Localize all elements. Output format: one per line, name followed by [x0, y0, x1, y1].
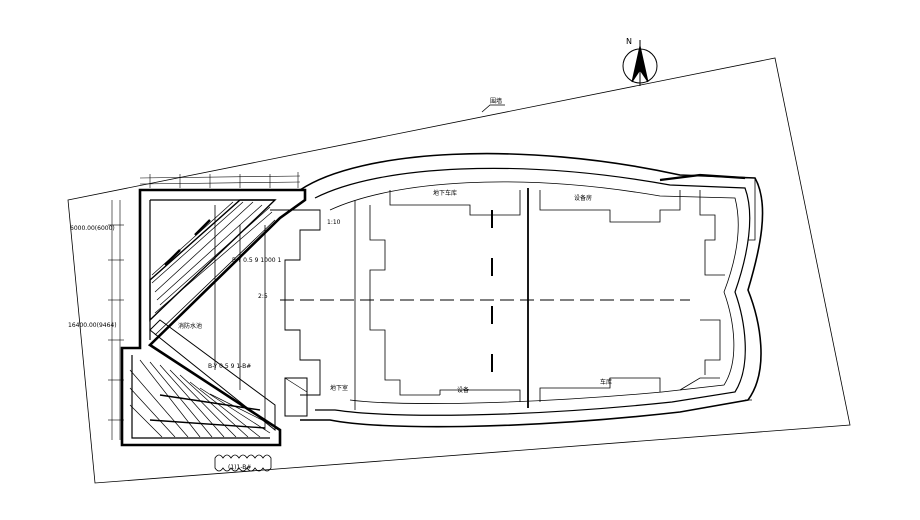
- section-label-a: B-Y 0.5 9 1000 1: [232, 257, 281, 264]
- side-tag-label: 1:10: [327, 219, 341, 226]
- north-label: N: [626, 37, 632, 46]
- stair-block: [284, 377, 308, 417]
- link-block: [270, 209, 321, 396]
- bottom-tag-label: (1)1-B#: [228, 464, 251, 471]
- road-marker: [481, 104, 505, 113]
- room-walls-right: [699, 190, 725, 375]
- north-arrow: [622, 40, 658, 86]
- ramp-hatch-band: [129, 199, 277, 438]
- right-section-label: 2:5: [258, 293, 268, 300]
- section-label-b: B-Y 0.5 9 1-B#: [208, 363, 251, 370]
- dimension-label-top: 6000.00(6000): [70, 225, 115, 232]
- left-wing-inner-wall: [131, 199, 275, 439]
- building-outline-inner: [314, 167, 751, 416]
- right-end-detail: [745, 177, 756, 401]
- left-dimension-ruler: [108, 200, 124, 440]
- left-wing-outer-wall: [120, 188, 307, 447]
- room-label-5: 地下室: [330, 384, 348, 392]
- room-label-3: 设备: [457, 386, 469, 394]
- room-label-2: 设备房: [574, 194, 592, 202]
- road-label: 围墙: [490, 97, 502, 105]
- room-label-1: 地下车库: [433, 189, 457, 197]
- room-walls-top: [389, 190, 681, 223]
- building-outline-inner2: [329, 181, 739, 404]
- dimension-label-mid: 16400.00(9464): [68, 322, 117, 329]
- site-boundary: [67, 57, 851, 484]
- room-walls-bottom: [439, 377, 720, 402]
- building-outline-outer: [299, 152, 764, 428]
- room-label-4: 车库: [600, 378, 612, 386]
- bottom-cloud-tag: [214, 454, 272, 472]
- top-dimension-ruler: [139, 172, 301, 188]
- center-room-label: 消防水池: [178, 322, 202, 330]
- room-walls-left: [354, 200, 440, 410]
